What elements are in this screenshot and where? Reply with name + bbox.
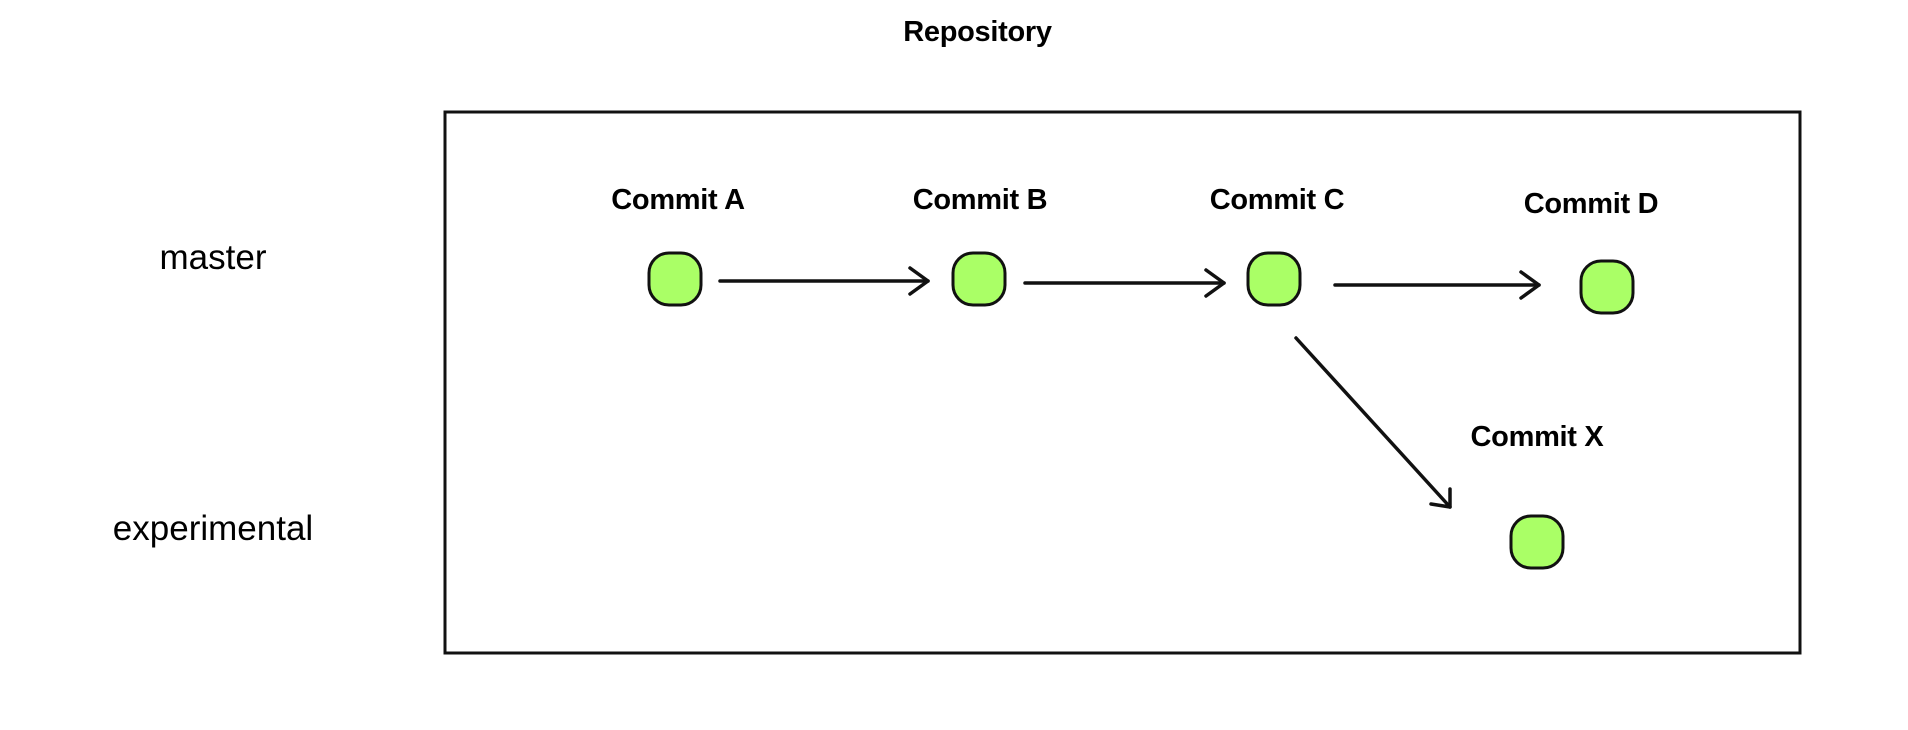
arrow-a-to-b [718, 266, 930, 296]
commit-label-b: Commit B [912, 184, 1048, 216]
commit-label-c: Commit C [1209, 184, 1345, 216]
commit-node-x [1509, 514, 1565, 570]
commit-node-b [951, 251, 1007, 307]
arrow-c-to-d [1333, 270, 1541, 300]
arrow-b-to-c [1023, 268, 1226, 298]
commit-node-d [1579, 259, 1635, 315]
commit-node-a [647, 251, 703, 307]
commit-label-a: Commit A [611, 184, 745, 216]
branch-label-experimental: experimental [112, 509, 314, 548]
commit-node-c [1246, 251, 1302, 307]
diagram-title: Repository [903, 16, 1052, 48]
commit-label-d: Commit D [1523, 188, 1659, 220]
repository-box [443, 110, 1802, 655]
arrow-c-to-x [1294, 336, 1452, 509]
branch-label-master: master [159, 238, 267, 277]
commit-label-x: Commit X [1470, 421, 1604, 453]
